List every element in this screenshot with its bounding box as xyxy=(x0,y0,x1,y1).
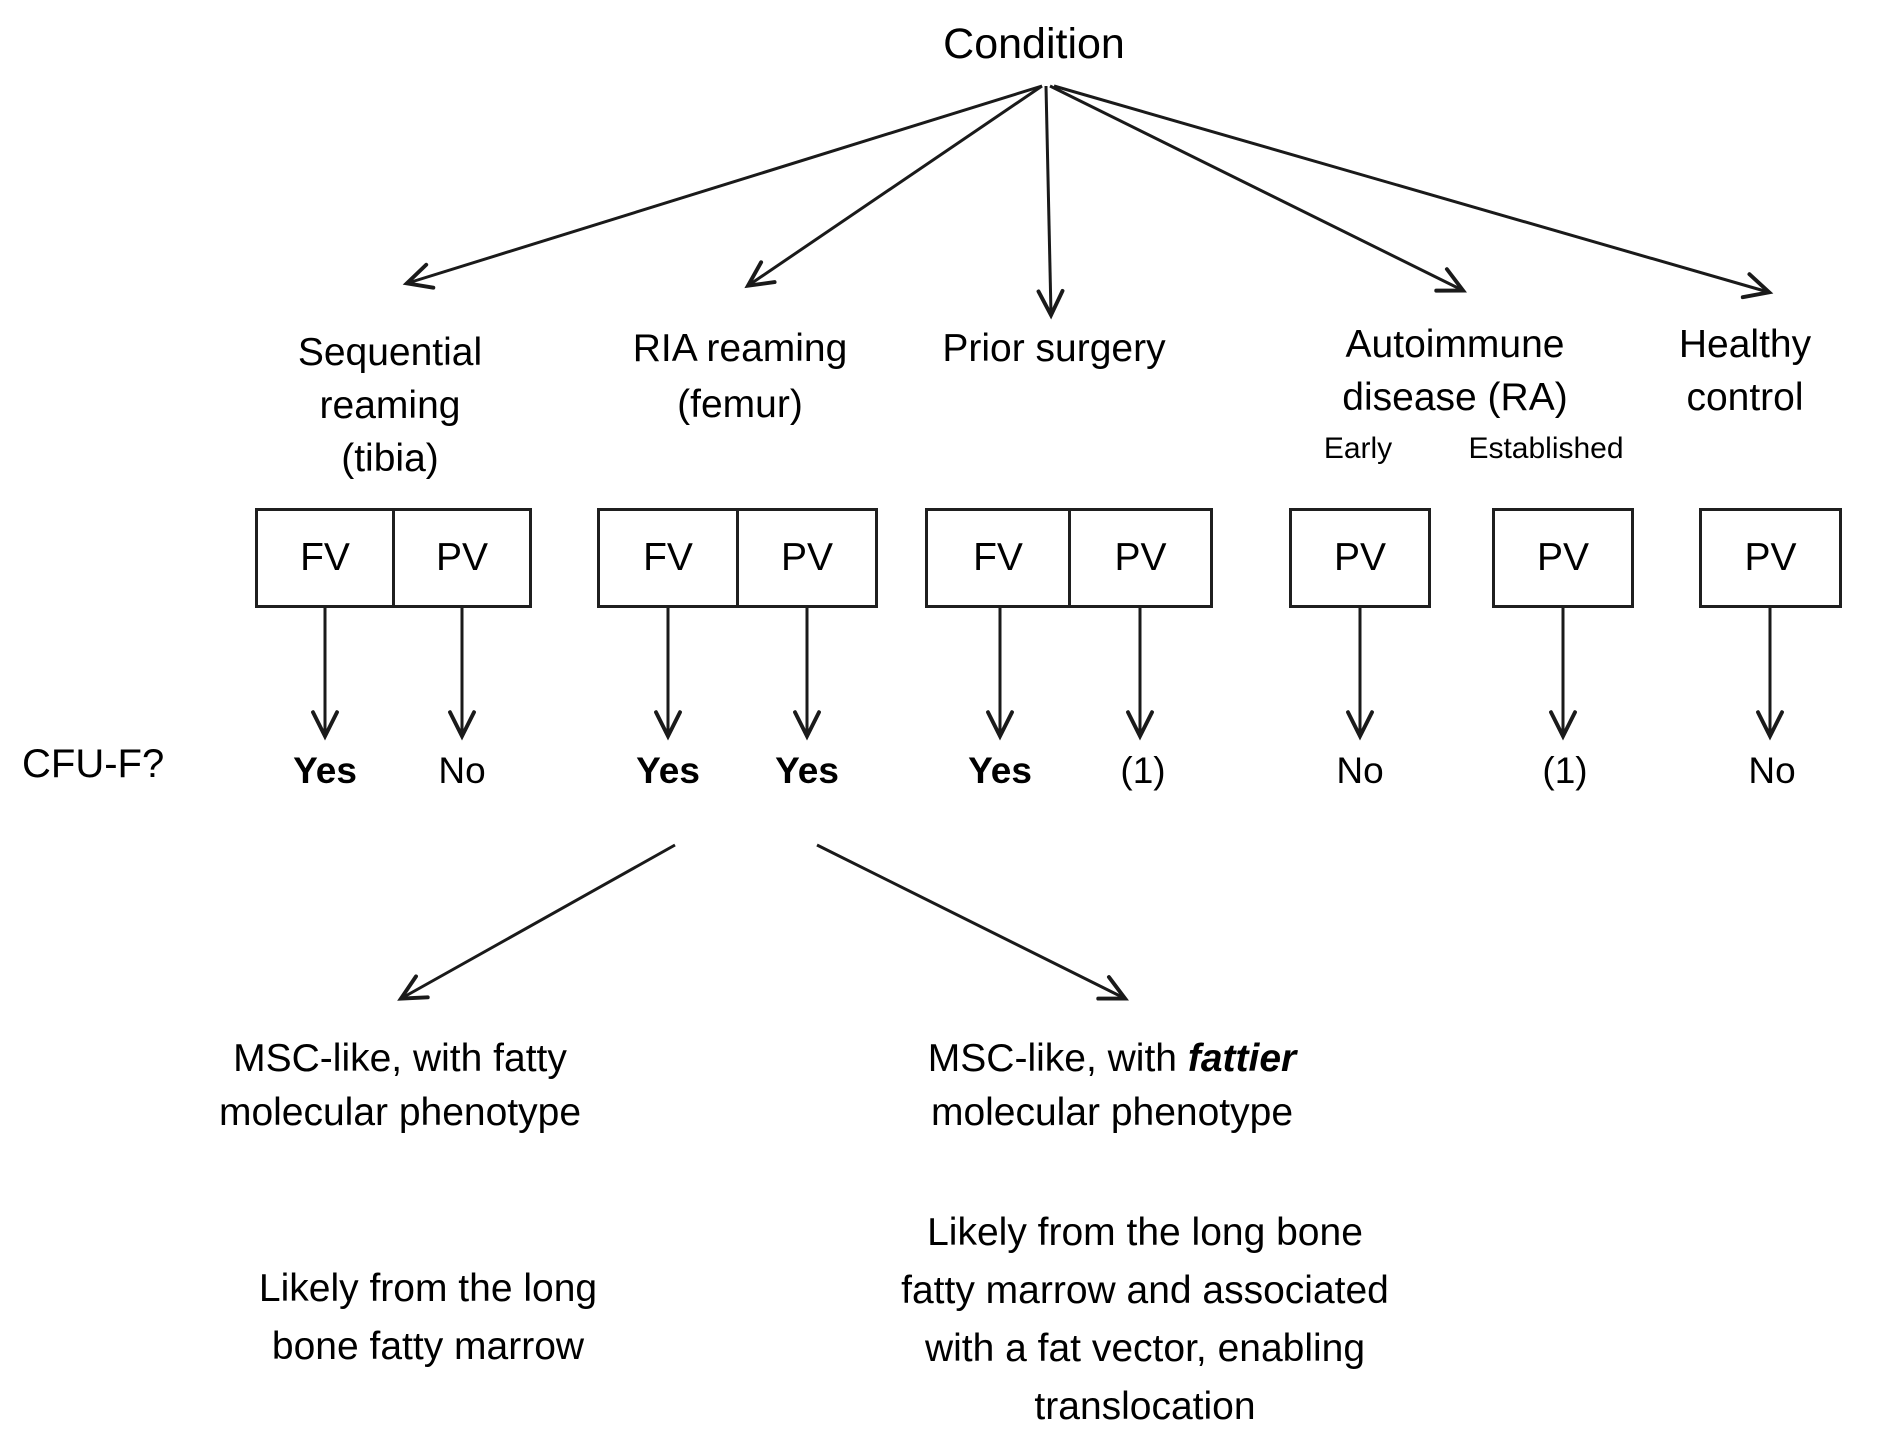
pv-box-ra-early: PV xyxy=(1289,508,1431,608)
pv-box-prior-surgery: PV xyxy=(1068,508,1213,608)
fv-box-prior-surgery: FV xyxy=(925,508,1071,608)
label-line: reaming xyxy=(319,384,461,427)
pv-box-healthy: PV xyxy=(1699,508,1842,608)
outcome-line: MSC-like, with fattier xyxy=(928,1032,1296,1085)
outcome-line: molecular phenotype xyxy=(930,1091,1294,1134)
sub-label-established: Established xyxy=(1468,432,1624,465)
fv-box-sequential: FV xyxy=(255,508,395,608)
cfu-result-prior-fv: Yes xyxy=(968,750,1032,791)
origin-line: Likely from the long bone xyxy=(927,1211,1363,1254)
label-line: control xyxy=(1686,376,1804,419)
label-line: (tibia) xyxy=(341,437,439,480)
label-line: Autoimmune xyxy=(1345,323,1565,366)
outcome-line-prefix: MSC-like, with xyxy=(927,1037,1188,1080)
pv-box-ria: PV xyxy=(736,508,878,608)
outcome-line: MSC-like, with fatty xyxy=(233,1037,567,1080)
outcome-line: molecular phenotype xyxy=(218,1091,582,1134)
cfu-result-seq-fv: Yes xyxy=(293,750,357,791)
label-line: RIA reaming xyxy=(632,327,848,370)
fan-arrow-ria-reaming xyxy=(744,84,1043,289)
cfu-result-seq-pv: No xyxy=(438,750,486,791)
fan-arrow-autoimmune xyxy=(1049,84,1467,293)
fan-arrow-prior-surgery xyxy=(1036,85,1065,320)
sub-label-early: Early xyxy=(1323,432,1393,465)
label-line: (femur) xyxy=(677,383,803,426)
label-line: Healthy xyxy=(1678,323,1812,366)
label-line: Sequential xyxy=(297,331,483,374)
fan-arrow-healthy xyxy=(1053,84,1774,300)
fan-arrow-sequential-reaming xyxy=(402,84,1043,290)
cfu-result-ria-fv: Yes xyxy=(636,750,700,791)
origin-line: with a fat vector, enabling xyxy=(924,1327,1366,1370)
pv-box-sequential: PV xyxy=(392,508,532,608)
label-line: Prior surgery xyxy=(942,327,1166,370)
cfu-result-ra-early: No xyxy=(1336,750,1384,791)
outcome-emphasis-fattier: fattier xyxy=(1187,1037,1297,1080)
origin-line: Likely from the long xyxy=(258,1267,598,1310)
cfu-result-ria-pv: Yes xyxy=(775,750,839,791)
origin-line: translocation xyxy=(1034,1385,1256,1428)
cfu-question-label: CFU-F? xyxy=(22,742,165,786)
root-node-condition: Condition xyxy=(943,20,1125,68)
cfu-result-prior-pv: (1) xyxy=(1120,750,1166,791)
cfu-result-healthy: No xyxy=(1748,750,1796,791)
diagonal-arrow-right-outcome xyxy=(816,843,1129,1001)
origin-line: fatty marrow and associated xyxy=(901,1269,1389,1312)
origin-line: bone fatty marrow xyxy=(271,1325,585,1368)
diagonal-arrow-left-outcome xyxy=(397,843,676,1001)
fv-box-ria: FV xyxy=(597,508,739,608)
label-line: disease (RA) xyxy=(1342,376,1568,419)
pv-box-ra-established: PV xyxy=(1492,508,1634,608)
cfu-result-ra-established: (1) xyxy=(1542,750,1588,791)
